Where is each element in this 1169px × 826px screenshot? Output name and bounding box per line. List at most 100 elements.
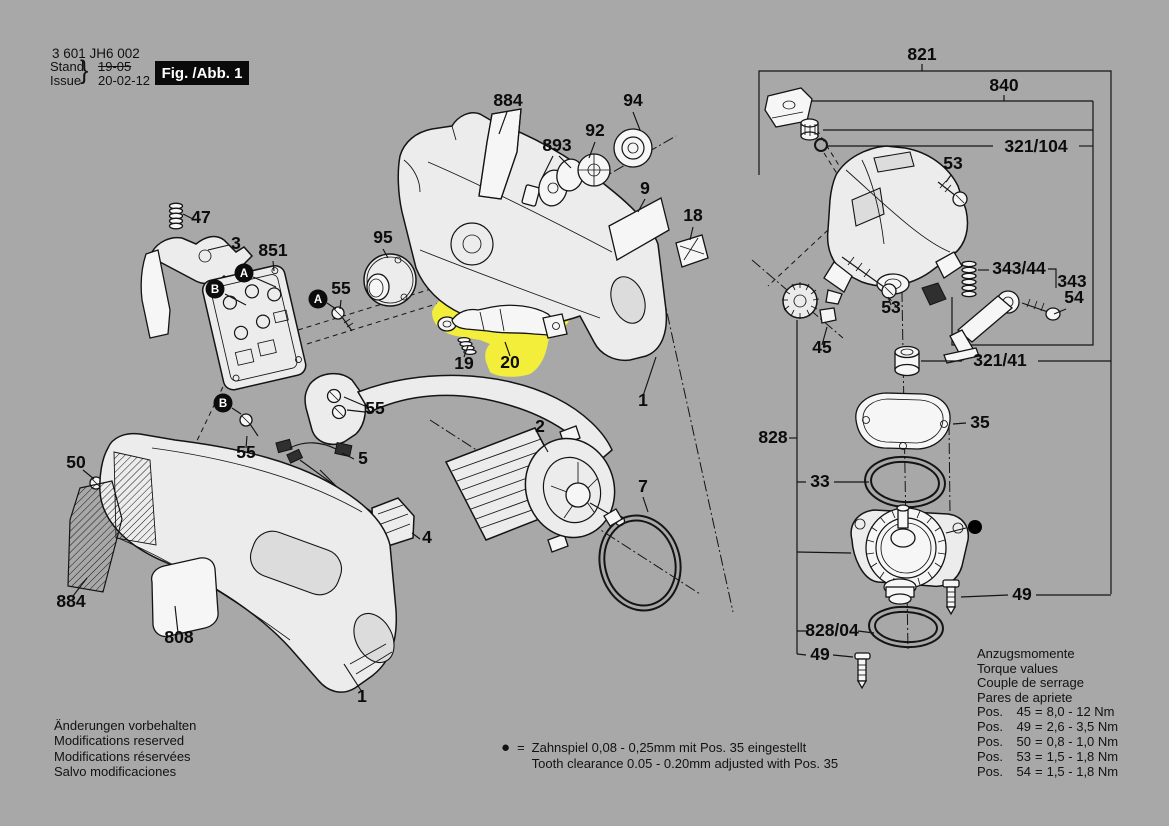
callout-893[interactable]: 893 xyxy=(542,135,571,155)
callout-20[interactable]: 20 xyxy=(500,352,520,372)
callout-50[interactable]: 50 xyxy=(66,452,86,472)
callout-1[interactable]: 1 xyxy=(357,686,367,706)
svg-text:A: A xyxy=(314,294,322,306)
callout-92[interactable]: 92 xyxy=(585,120,605,140)
callout-53[interactable]: 53 xyxy=(943,153,963,173)
issue-label: Issue xyxy=(50,73,82,88)
torque-row-pos-49: Pos.49=2,6 - 3,5 Nm xyxy=(977,719,1119,735)
screw-53-top xyxy=(937,180,968,207)
callout-884[interactable]: 884 xyxy=(493,90,522,110)
part-lock-lever-20[interactable] xyxy=(437,304,568,339)
callout-49[interactable]: 49 xyxy=(810,644,830,664)
stand-label: Stand xyxy=(50,59,84,74)
callout-53[interactable]: 53 xyxy=(881,297,901,317)
part-vent-grille-bottom xyxy=(67,480,123,593)
part-label-808 xyxy=(150,557,219,638)
callout-19[interactable]: 19 xyxy=(454,353,474,373)
svg-text:B: B xyxy=(211,284,219,296)
part-detent-pin xyxy=(921,282,947,306)
part-o-ring-small xyxy=(814,138,828,152)
callout-45[interactable]: 45 xyxy=(812,337,832,357)
torque-header-en: Torque values xyxy=(977,660,1058,676)
torque-row-pos-54: Pos.54=1,5 - 1,8 Nm xyxy=(977,764,1119,779)
part-electronics-module-851 xyxy=(201,264,307,391)
callout-321-104[interactable]: 321/104 xyxy=(1004,136,1068,156)
callout-7[interactable]: 7 xyxy=(638,476,648,496)
part-spring-343 xyxy=(961,260,977,298)
torque-row-pos-45: Pos.45=8,0 - 12 Nm xyxy=(977,704,1115,720)
legend-equals: = xyxy=(517,740,525,755)
callout-55[interactable]: 55 xyxy=(331,278,351,298)
part-nameplate-9 xyxy=(608,197,670,261)
tooth-clearance-legend: ● = Zahnspiel 0,08 - 0,25mm mit Pos. 35 … xyxy=(501,740,838,772)
modifications-line-en: Modifications reserved xyxy=(54,733,185,749)
group-brackets xyxy=(758,64,1112,654)
callout-33[interactable]: 33 xyxy=(810,471,830,491)
leader-lines xyxy=(72,111,1111,693)
marker-B: B xyxy=(213,393,233,413)
marker-layer: A B A B xyxy=(205,263,328,413)
callout-828-04[interactable]: 828/04 xyxy=(805,620,859,640)
callout-828[interactable]: 828 xyxy=(758,427,787,447)
callout-18[interactable]: 18 xyxy=(683,205,703,225)
callout-94[interactable]: 94 xyxy=(623,90,643,110)
callout-55[interactable]: 55 xyxy=(236,442,256,462)
callout-95[interactable]: 95 xyxy=(373,227,393,247)
black-dot-icon: ● xyxy=(501,739,511,756)
torque-header-es: Pares de apriete xyxy=(977,689,1073,705)
part-detent-cylinder xyxy=(800,118,819,141)
callout-3[interactable]: 3 xyxy=(231,233,241,253)
modifications-line-fr: Modifications réservées xyxy=(54,748,191,764)
legend-line-en: Tooth clearance 0.05 - 0.20mm adjusted w… xyxy=(531,756,839,772)
svg-text:B: B xyxy=(219,398,227,410)
callout-808[interactable]: 808 xyxy=(164,627,193,647)
part-switch-lever-3 xyxy=(140,235,254,339)
part-cable-5 xyxy=(275,438,373,513)
screw-49-bottom xyxy=(854,652,871,690)
part-upper-housing-shell xyxy=(397,112,668,362)
callout-1[interactable]: 1 xyxy=(638,390,648,410)
callout-840[interactable]: 840 xyxy=(989,75,1018,95)
marker-A: A xyxy=(308,289,328,309)
part-lower-housing-shell xyxy=(99,432,398,693)
callout-9[interactable]: 9 xyxy=(640,178,650,198)
callout-884[interactable]: 884 xyxy=(56,591,85,611)
screw-55-a xyxy=(331,306,354,332)
part-bushing-321-41 xyxy=(894,345,920,377)
part-brush-plate-893 xyxy=(521,158,584,207)
modifications-line-de: Änderungen vorbehalten xyxy=(54,718,197,733)
callout-2[interactable]: 2 xyxy=(535,416,545,436)
torque-row-pos-53: Pos.53=1,5 - 1,8 Nm xyxy=(977,749,1119,765)
modifications-line-es: Salvo modificaciones xyxy=(54,763,177,779)
callout-821[interactable]: 821 xyxy=(907,44,936,64)
part-spring-19 xyxy=(457,336,477,356)
callout-343[interactable]: 343 xyxy=(1057,271,1086,291)
callout-5[interactable]: 5 xyxy=(358,448,368,468)
tooth-clearance-dot xyxy=(968,520,982,534)
callout-851[interactable]: 851 xyxy=(258,240,287,260)
torque-header-fr: Couple de serrage xyxy=(977,675,1084,691)
part-gear-flange-assembly xyxy=(850,504,970,605)
callout-4[interactable]: 4 xyxy=(422,527,432,547)
callout-35[interactable]: 35 xyxy=(970,412,990,432)
part-o-ring-828-04 xyxy=(868,605,944,649)
screw-55-b xyxy=(239,413,259,437)
callout-55[interactable]: 55 xyxy=(365,398,385,418)
callout-321-41[interactable]: 321/41 xyxy=(973,350,1027,370)
callout-343-44[interactable]: 343/44 xyxy=(992,258,1046,278)
part-bearing-flange-95 xyxy=(363,253,417,307)
part-bearing-cover-94 xyxy=(613,128,653,168)
torque-table: Anzugsmomente Torque values Couple de se… xyxy=(977,646,1119,780)
callout-49[interactable]: 49 xyxy=(1012,584,1032,604)
document-number: 3 601 JH6 002 xyxy=(52,46,140,61)
part-cover-clip-18 xyxy=(675,234,709,268)
callout-47[interactable]: 47 xyxy=(191,207,210,227)
marker-A: A xyxy=(234,263,254,283)
screw-53-left xyxy=(841,256,897,299)
callout-54[interactable]: 54 xyxy=(1064,287,1084,307)
part-motor-2 xyxy=(444,425,626,553)
issue-value: 20-02-12 xyxy=(98,73,151,88)
